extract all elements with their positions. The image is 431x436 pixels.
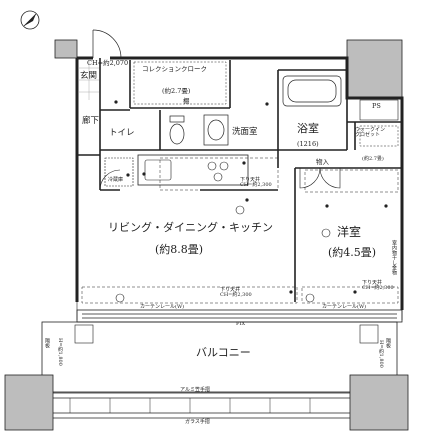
balcony-rails [53,392,350,419]
column-top-right [346,39,403,99]
partition-left: 隔板 [44,338,50,348]
balcony-area [41,309,403,393]
room-balcony: バルコニー [196,346,251,359]
washbasin-icon [203,114,229,146]
ceiling-lower-western: 下り天井 CH=約2,300 [362,280,394,291]
outlet-icons [114,100,388,294]
balcony-column-left [4,374,54,431]
stove-icon [207,161,229,182]
pipe-space [359,99,399,121]
entrance-tiles [78,60,99,100]
ldk-size: (約8.8畳) [155,243,204,256]
room-storage: 物入 [316,158,329,166]
balcony-column-right [349,374,409,431]
room-hallway: 廊下 [82,116,100,126]
bathroom-size: (1216) [297,140,319,148]
room-entrance: 玄関 [80,71,98,81]
ceiling-lower-ldk: 下り天井 CH=約2,300 [220,287,252,298]
closet-shelves [133,61,399,147]
lower-ceiling-areas [81,157,399,304]
western-room-size: (約4.5畳) [328,246,377,259]
fix-window-label: FIX [236,321,246,327]
shelf-label: 棚 [183,97,190,105]
bathtub-icon [282,75,342,107]
aluminium-rail-label: アルミ笠手摺 [180,387,210,393]
compass-icon [20,10,40,30]
room-walk-in-closet: ウォークイン クロゼット [355,127,386,138]
glass-rail-label: ガラス手摺 [185,419,210,425]
indoor-drying-note: 室内物干し金物 [391,240,397,275]
kitchen-sink [144,159,172,181]
interior-doors [99,109,341,191]
emergency-hatch-left: H=約1,800 [57,338,63,366]
ceiling-lower-kitchen: 下り天井 CH=約2,300 [240,177,272,188]
walk-in-closet-size: (約2.7畳) [362,156,384,162]
room-western: 洋室 [337,225,362,239]
curtain-rail-western: カーテンレール(W) [322,304,367,310]
room-washroom: 洗面室 [232,127,258,137]
kitchen-counter [137,154,249,186]
rail-posts [69,398,311,413]
interior-walls [77,58,402,302]
room-ldk: リビング・ダイニング・キッチン [108,221,273,234]
collection-closet-size: (約2.7畳) [162,87,191,95]
entrance-door [92,29,122,59]
fridge-label: 冷蔵庫 [108,177,124,183]
room-bathroom: 浴室 [297,122,319,135]
light-fixture-icons [115,205,331,303]
room-collection-closet: コレクションクローク [142,65,207,73]
fridge-space [104,157,134,187]
partition-right: 隔板 [385,338,391,348]
outdoor-units [74,324,379,344]
column-top-left [54,39,78,59]
toilet-icon [169,115,185,145]
room-toilet: トイレ [109,128,135,138]
emergency-hatch-right: H=約1,800 [378,340,384,368]
pipe-space-label: PS [372,102,381,110]
ceiling-height-entry: CH=約2,070 [87,59,129,67]
curtain-rail-ldk: カーテンレール(W) [140,304,185,310]
